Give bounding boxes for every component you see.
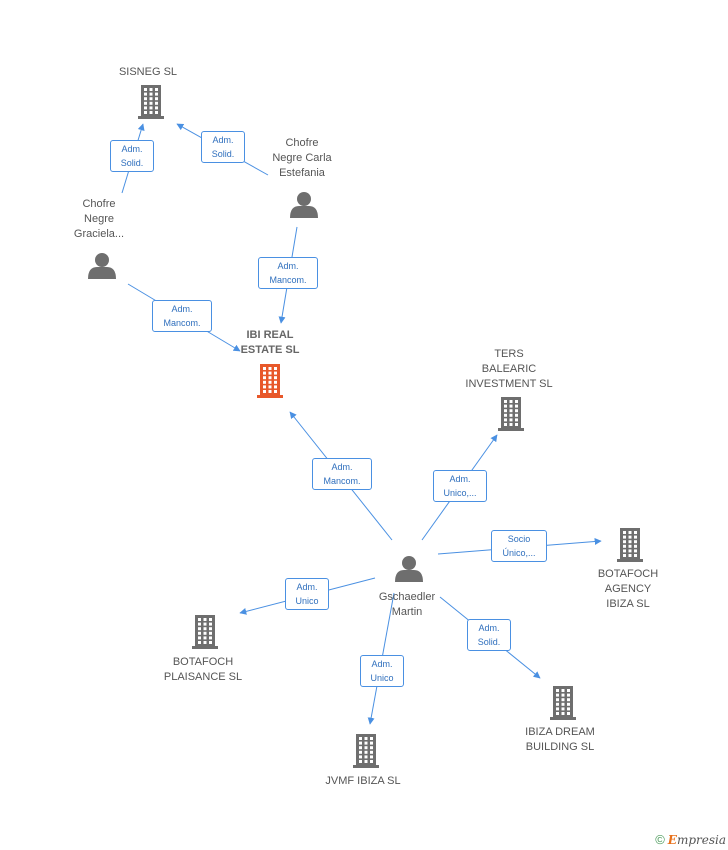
edge-label-chofre_graciela-to-ibi_real[interactable]: Adm. Mancom. [152,300,212,332]
node-label-line: INVESTMENT SL [465,378,553,390]
node-label-line: Estefania [279,167,325,179]
copyright-symbol: © [655,832,665,847]
building-icon[interactable] [498,397,524,431]
node-label-line: BALEARIC [481,363,537,375]
person-icon[interactable] [290,192,318,218]
edge-label-chofre_carla-to-sisneg[interactable]: Adm. Solid. [201,131,245,163]
edge-label-line: Mancom. [269,275,307,285]
node-label-line: IBIZA DREAM [525,726,595,738]
node-label-line: ESTATE SL [240,344,300,356]
empresia-footer[interactable]: ©Empresia [655,832,726,847]
person-icon[interactable] [395,556,423,582]
edge-label-gschaedler-to-ibi_real[interactable]: Adm. Mancom. [312,458,372,490]
edge-label-gschaedler-to-botafoch_plaisance[interactable]: Adm. Unico [285,578,329,610]
node-label-line: TERS [494,348,524,360]
node-label-line: Chofre [82,198,116,210]
node-label-line: BOTAFOCH [597,568,659,580]
edge-label-line: Unico,... [443,488,477,498]
edge-label-line: Adm. [296,582,318,592]
edge-label-line: Único,... [502,548,536,558]
edge-label-line: Solid. [477,637,501,647]
building-icon[interactable] [138,85,164,119]
building-icon[interactable] [550,686,576,720]
edge-label-line: Adm. [171,304,193,314]
edge-label-line: Solid. [211,149,235,159]
person-icon[interactable] [88,253,116,279]
edge-label-line: Adm. [478,623,500,633]
edge-label-line: Socio [507,534,531,544]
node-label-ibiza_dream[interactable]: IBIZA DREAM BUILDING SL [490,725,630,755]
node-label-sisneg[interactable]: SISNEG SL [78,65,218,80]
node-label-jvmf[interactable]: JVMF IBIZA SL [293,774,433,789]
node-label-botafoch_agency[interactable]: BOTAFOCH AGENCY IBIZA SL [558,567,698,612]
node-label-line: PLAISANCE SL [163,671,243,683]
node-label-ters[interactable]: TERS BALEARIC INVESTMENT SL [439,347,579,392]
edge-label-line: Adm. [212,135,234,145]
edge-label-line: Unico [295,596,319,606]
node-label-line: AGENCY [604,583,652,595]
node-label-line: SISNEG SL [118,66,178,78]
edge-label-line: Mancom. [163,318,201,328]
node-label-line: Graciela... [73,228,125,240]
node-label-line: BUILDING SL [525,741,595,753]
edge-label-line: Adm. [371,659,393,669]
building-icon[interactable] [617,528,643,562]
node-label-ibi_real[interactable]: IBI REAL ESTATE SL [200,328,340,358]
empresia-logo: Empresia [667,833,726,847]
edge-label-line: Adm. [331,462,353,472]
node-label-line: JVMF IBIZA SL [325,775,401,787]
node-label-line: Negre Carla [272,152,332,164]
building-icon-main[interactable] [257,364,283,398]
edge-label-line: Adm. [277,261,299,271]
edge-label-chofre_carla-to-ibi_real[interactable]: Adm. Mancom. [258,257,318,289]
node-label-line: Negre [84,213,114,225]
node-label-line: IBIZA SL [606,598,650,610]
edge-label-line: Adm. [121,144,143,154]
building-icon[interactable] [192,615,218,649]
node-label-line: Martin [391,606,423,618]
edge-label-gschaedler-to-ters[interactable]: Adm. Unico,... [433,470,487,502]
node-label-botafoch_plaisance[interactable]: BOTAFOCH PLAISANCE SL [133,655,273,685]
node-label-line: Gschaedler [378,591,436,603]
edge-label-line: Mancom. [323,476,361,486]
node-label-line: BOTAFOCH [172,656,234,668]
edge-label-gschaedler-to-ibiza_dream[interactable]: Adm. Solid. [467,619,511,651]
edge-label-line: Solid. [120,158,144,168]
edge-label-gschaedler-to-jvmf[interactable]: Adm. Unico [360,655,404,687]
edge-label-line: Adm. [449,474,471,484]
node-label-line: Chofre [285,137,319,149]
edge-label-chofre_graciela-to-sisneg[interactable]: Adm. Solid. [110,140,154,172]
edge-label-line: Unico [370,673,394,683]
node-label-line: IBI REAL [246,329,294,341]
building-icon[interactable] [353,734,379,768]
